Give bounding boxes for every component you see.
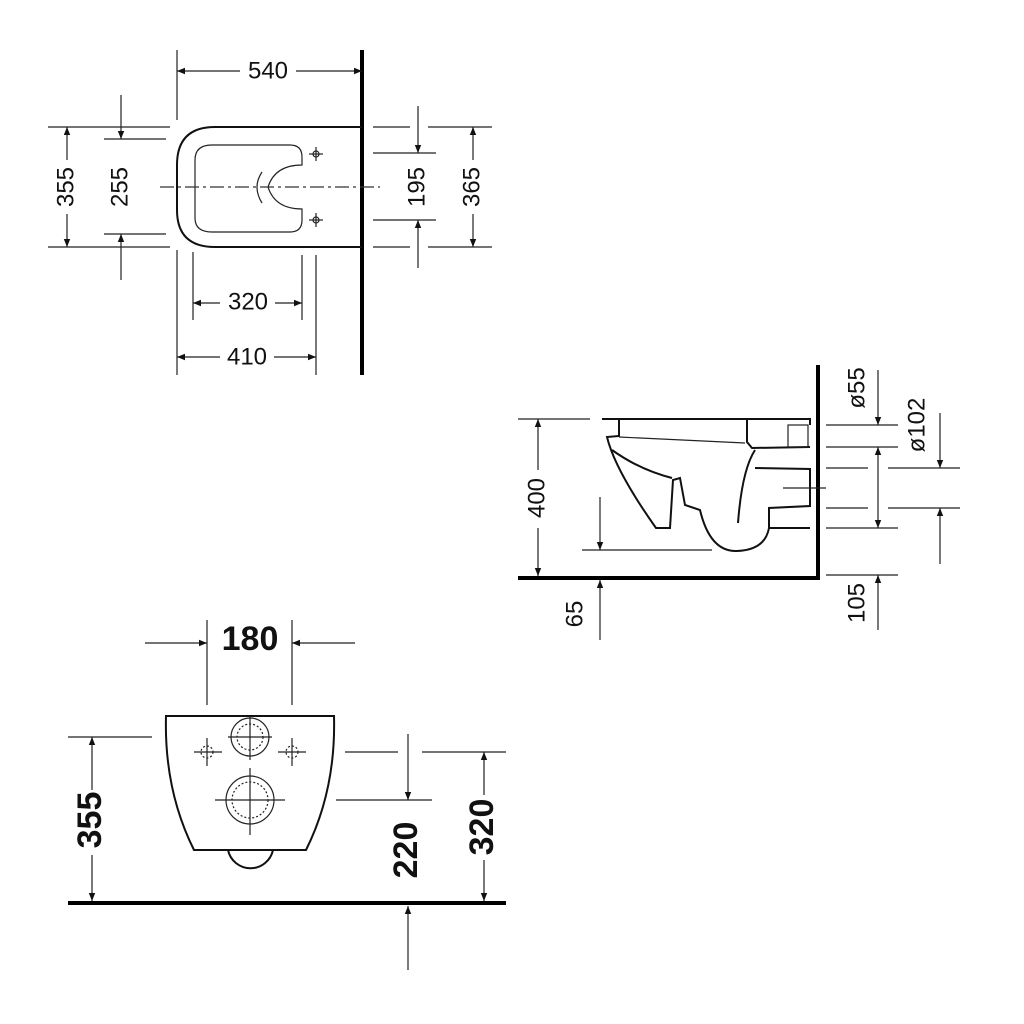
fixing-hole-icon	[194, 738, 222, 766]
wall-floor-line	[518, 365, 820, 580]
bowl-opening	[194, 144, 303, 233]
dim-wall-width: 365	[458, 167, 485, 207]
dim-outlet-height-front: 220	[387, 822, 425, 879]
bowl-front-outline	[164, 715, 336, 851]
dim-fixing-spacing: 195	[403, 167, 430, 207]
dim-fixing-distance: 180	[222, 620, 279, 658]
trap-front	[227, 849, 274, 870]
front-view: 180 355 220 320	[68, 620, 506, 970]
bowl-inner	[611, 449, 673, 479]
dim-inner-length: 320	[228, 288, 268, 315]
dim-floor-offset: 65	[561, 601, 588, 628]
dim-outlet-height: 105	[843, 583, 870, 623]
rim-line	[618, 436, 746, 444]
dim-height: 400	[523, 478, 550, 518]
fixing-hole-icon	[309, 147, 323, 161]
outlet-circle-icon	[215, 768, 285, 835]
dim-front-height: 355	[71, 792, 109, 849]
trap-profile	[737, 419, 811, 524]
dim-seat-length: 410	[227, 343, 267, 370]
fixing-hole-icon	[309, 213, 323, 227]
inlet-circle-icon	[228, 716, 272, 760]
outlet-arc	[256, 171, 263, 204]
dim-waste-diameter: ø55	[843, 367, 870, 408]
dim-outlet-diameter: ø102	[903, 398, 930, 453]
dim-width: 540	[248, 57, 288, 84]
inlet-socket	[787, 424, 809, 448]
outlet-profile	[754, 467, 811, 528]
dim-inlet-height: 320	[463, 799, 501, 856]
dim-depth-outer: 355	[52, 167, 79, 207]
dim-depth-inner: 255	[106, 167, 133, 207]
bowl-outline	[176, 126, 362, 248]
fixing-hole-icon	[278, 738, 306, 766]
top-view: 540 355 255 320 410 195 365	[48, 50, 492, 375]
side-view: 400 65 ø55 ø102 105	[518, 365, 960, 640]
bowl-profile	[602, 418, 811, 553]
